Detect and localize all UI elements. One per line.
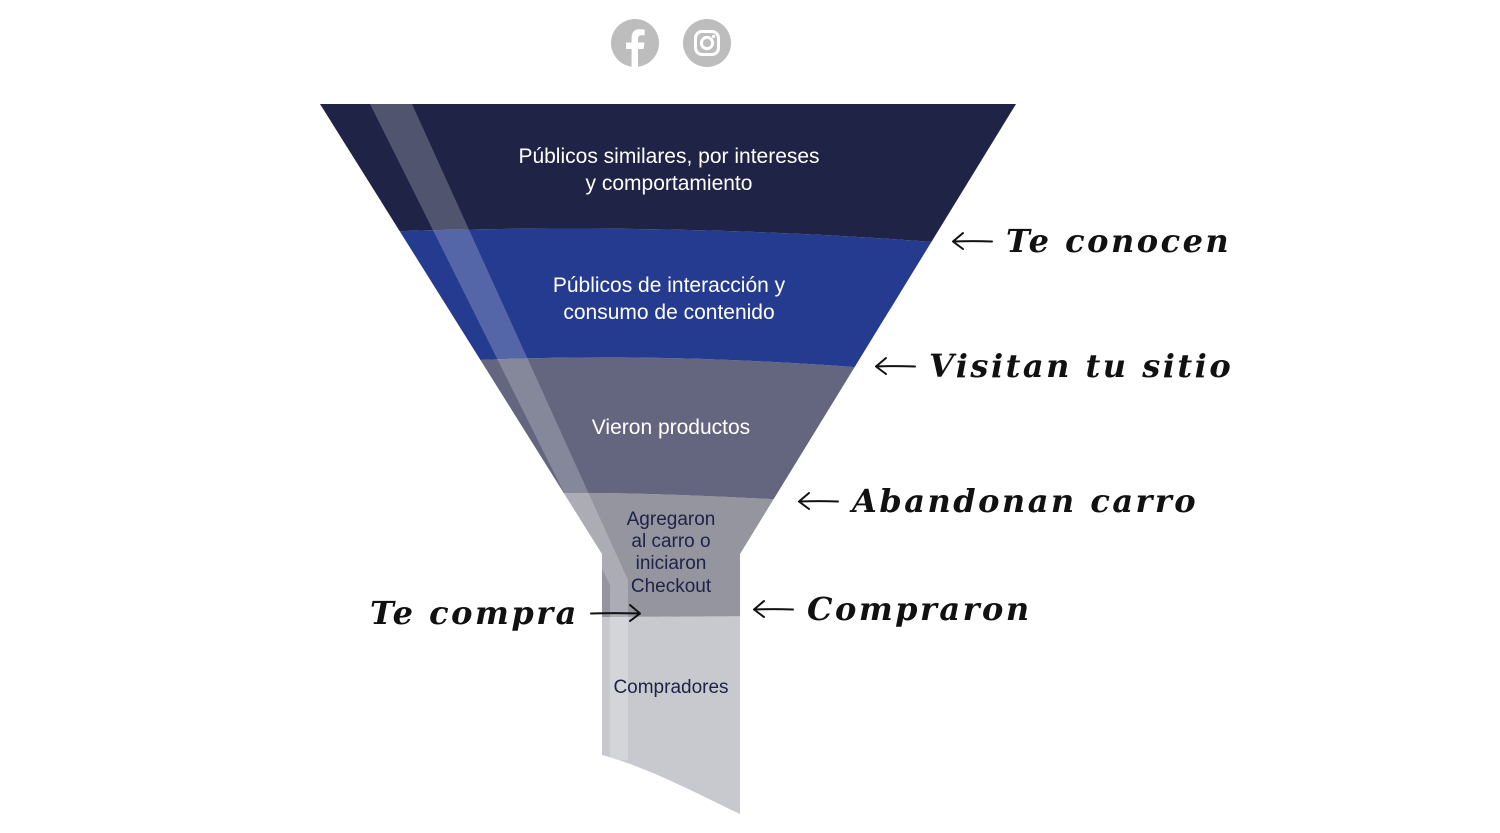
- annotation-visitan-tu-sitio: Visitan tu sitio: [873, 347, 1233, 385]
- funnel-stage-compradores: [500, 616, 760, 814]
- stage-label-interaccion: Públicos de interacción y consumo de con…: [552, 274, 786, 325]
- annotation-compraron: Compraron: [751, 590, 1032, 628]
- annotation-te-compra: Te compra: [370, 594, 643, 632]
- annotation-te-conocen: Te conocen: [950, 222, 1231, 260]
- arrow-right-icon: [589, 604, 641, 622]
- stage-label-publicos-similares: Públicos similares, por intereses y comp…: [518, 145, 820, 196]
- stage-label-vieron-productos: Vieron productos: [591, 416, 751, 439]
- arrow-left-icon: [875, 357, 916, 375]
- arrow-left-icon: [753, 600, 794, 618]
- annotation-abandonan-carro: Abandonan carro: [796, 482, 1198, 520]
- instagram-icon: [683, 19, 731, 67]
- facebook-icon: [611, 19, 659, 67]
- arrow-left-icon: [798, 492, 839, 510]
- stage-label-agregaron: Agregaron al carro o iniciaron Checkout: [626, 509, 716, 597]
- funnel-stage-publicos-similares: [320, 104, 1016, 244]
- funnel-stage-interaccion: [320, 228, 960, 369]
- arrow-left-icon: [952, 232, 993, 250]
- stage-label-compradores: Compradores: [613, 677, 729, 698]
